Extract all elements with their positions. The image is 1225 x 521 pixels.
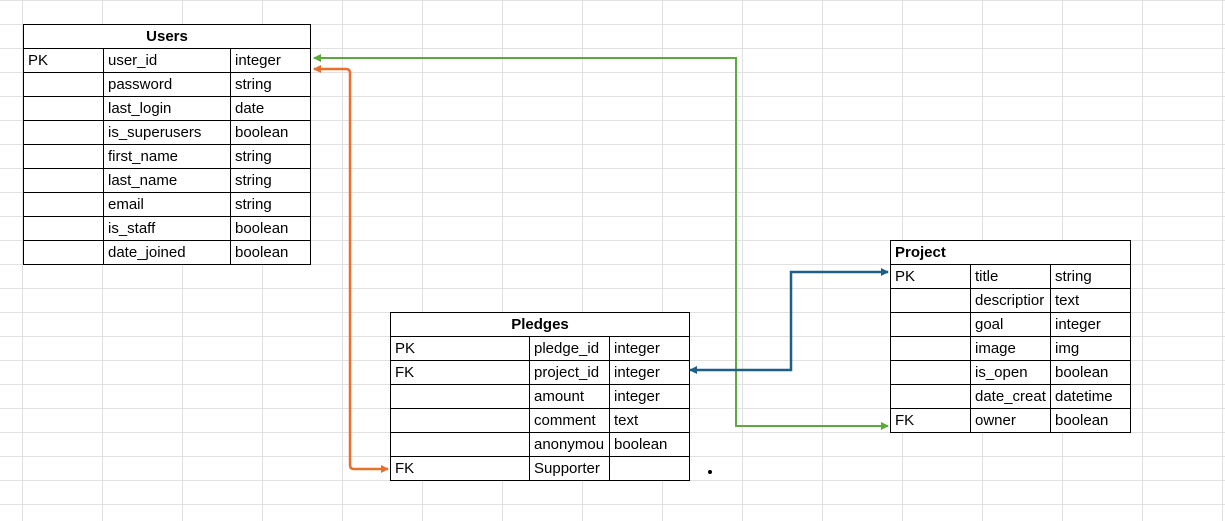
- type-cell[interactable]: date: [230, 96, 311, 121]
- type-cell[interactable]: boolean: [230, 240, 311, 265]
- type-cell[interactable]: integer: [1050, 312, 1131, 337]
- key-cell[interactable]: [890, 336, 971, 361]
- key-cell[interactable]: [390, 432, 530, 457]
- key-cell[interactable]: [890, 384, 971, 409]
- pledges-table-title: Pledges: [390, 312, 690, 337]
- key-cell[interactable]: [890, 360, 971, 385]
- key-cell[interactable]: [23, 72, 104, 97]
- key-cell[interactable]: [23, 240, 104, 265]
- key-cell[interactable]: [390, 408, 530, 433]
- project-id-to-project-connector: [689, 268, 889, 374]
- field-cell[interactable]: first_name: [103, 144, 231, 169]
- key-cell[interactable]: [890, 288, 971, 313]
- field-cell[interactable]: owner: [970, 408, 1051, 433]
- field-cell[interactable]: anonymou: [529, 432, 610, 457]
- key-cell[interactable]: PK: [890, 264, 971, 289]
- project-table-title: Project: [890, 240, 1131, 265]
- type-cell[interactable]: string: [230, 144, 311, 169]
- users-table-title: Users: [23, 24, 311, 49]
- field-cell[interactable]: date_joined: [103, 240, 231, 265]
- field-cell[interactable]: email: [103, 192, 231, 217]
- key-cell[interactable]: [23, 168, 104, 193]
- type-cell[interactable]: boolean: [609, 432, 690, 457]
- field-cell[interactable]: amount: [529, 384, 610, 409]
- type-cell[interactable]: boolean: [230, 216, 311, 241]
- type-cell[interactable]: boolean: [1050, 360, 1131, 385]
- type-cell[interactable]: string: [230, 72, 311, 97]
- field-cell[interactable]: Supporter: [529, 456, 610, 481]
- field-cell[interactable]: last_name: [103, 168, 231, 193]
- field-cell[interactable]: user_id: [103, 48, 231, 73]
- supporter-to-user-id-connector: [313, 65, 389, 473]
- field-cell[interactable]: goal: [970, 312, 1051, 337]
- type-cell[interactable]: [609, 456, 690, 481]
- type-cell[interactable]: integer: [230, 48, 311, 73]
- type-cell[interactable]: string: [230, 192, 311, 217]
- key-cell[interactable]: FK: [390, 360, 530, 385]
- type-cell[interactable]: boolean: [1050, 408, 1131, 433]
- key-cell[interactable]: [23, 96, 104, 121]
- key-cell[interactable]: [23, 144, 104, 169]
- type-cell[interactable]: text: [1050, 288, 1131, 313]
- field-cell[interactable]: comment: [529, 408, 610, 433]
- type-cell[interactable]: integer: [609, 336, 690, 361]
- field-cell[interactable]: is_open: [970, 360, 1051, 385]
- type-cell[interactable]: boolean: [230, 120, 311, 145]
- field-cell[interactable]: title: [970, 264, 1051, 289]
- key-cell[interactable]: FK: [890, 408, 971, 433]
- key-cell[interactable]: PK: [390, 336, 530, 361]
- type-cell[interactable]: img: [1050, 336, 1131, 361]
- field-cell[interactable]: password: [103, 72, 231, 97]
- stray-dot: [708, 470, 712, 474]
- type-cell[interactable]: text: [609, 408, 690, 433]
- key-cell[interactable]: PK: [23, 48, 104, 73]
- field-cell[interactable]: last_login: [103, 96, 231, 121]
- type-cell[interactable]: integer: [609, 384, 690, 409]
- field-cell[interactable]: project_id: [529, 360, 610, 385]
- type-cell[interactable]: integer: [609, 360, 690, 385]
- key-cell[interactable]: [890, 312, 971, 337]
- field-cell[interactable]: pledge_id: [529, 336, 610, 361]
- type-cell[interactable]: string: [1050, 264, 1131, 289]
- key-cell[interactable]: FK: [390, 456, 530, 481]
- field-cell[interactable]: image: [970, 336, 1051, 361]
- field-cell[interactable]: is_staff: [103, 216, 231, 241]
- key-cell[interactable]: [390, 384, 530, 409]
- field-cell[interactable]: date_creat: [970, 384, 1051, 409]
- type-cell[interactable]: string: [230, 168, 311, 193]
- type-cell[interactable]: datetime: [1050, 384, 1131, 409]
- key-cell[interactable]: [23, 216, 104, 241]
- key-cell[interactable]: [23, 120, 104, 145]
- key-cell[interactable]: [23, 192, 104, 217]
- field-cell[interactable]: descriptior: [970, 288, 1051, 313]
- field-cell[interactable]: is_superusers: [103, 120, 231, 145]
